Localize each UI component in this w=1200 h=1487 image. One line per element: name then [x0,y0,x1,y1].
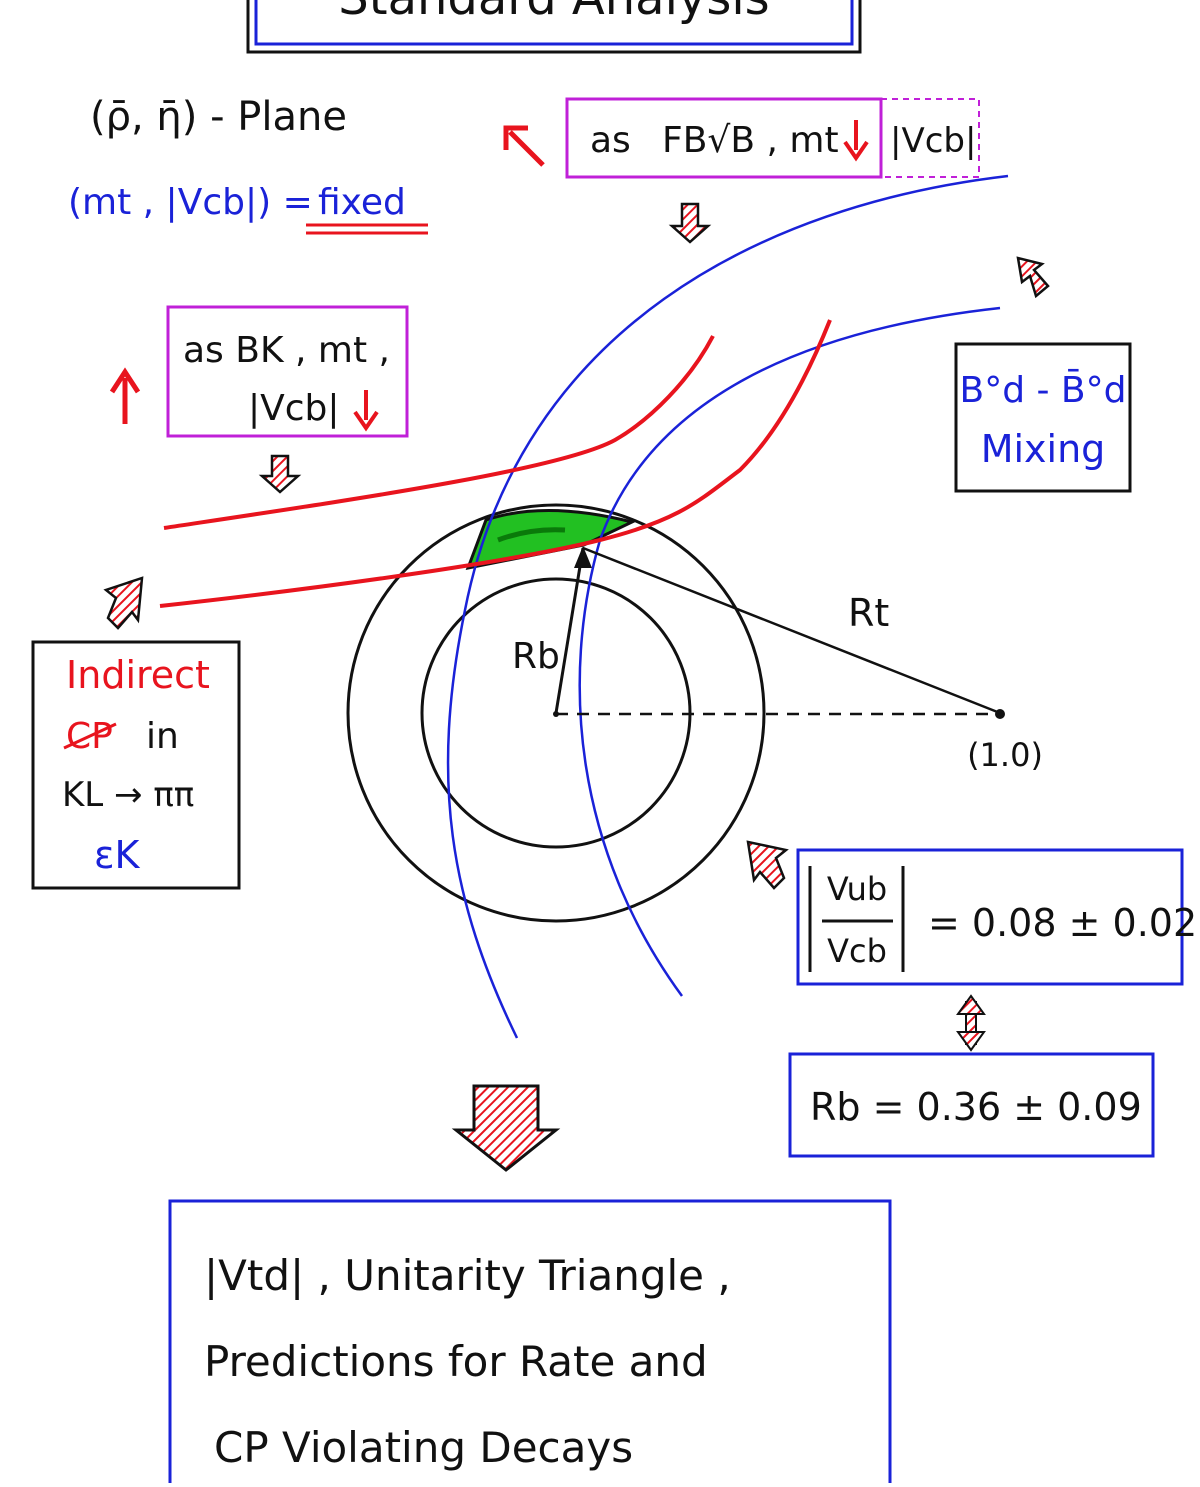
outer-circle [346,503,766,923]
vub-vcb-box: Vub Vcb = 0.08 ± 0.02 [796,848,1197,986]
hatched-arrow-icon [1016,256,1050,299]
mixing-box: B°d - B̄°d Mixing [954,342,1132,493]
conclusion-box: |Vtd| , Unitarity Triangle , Predictions… [168,1199,892,1487]
rt-side [582,546,1001,715]
down-arrow-icon [843,120,869,162]
vub-denominator: Vcb [827,932,887,970]
down-arrow-icon [353,390,379,432]
big-hatched-down-arrow-icon [451,1084,561,1172]
eps-scan-box: as BK , mt , |Vcb| [166,305,409,438]
hatched-down-arrow-icon [258,454,302,494]
double-arrow-icon [956,994,986,1052]
eps-scan-line2: |Vcb| [248,388,340,429]
hatched-arrow-icon [103,576,144,630]
rb-label: Rb [512,636,560,677]
indirect-in: in [146,716,179,757]
title: Standard Analysis [338,0,769,26]
rb-box-text: Rb = 0.36 ± 0.09 [810,1085,1142,1129]
indirect-decay: KL → ππ [62,775,194,815]
conclusion-line1: |Vtd| , Unitarity Triangle , [204,1251,731,1300]
hatched-down-arrow-icon [668,202,712,244]
indirect-cp-box: Indirect CP in KL → ππ εK [31,640,241,890]
hatched-arrow-icon [746,840,789,890]
rb-side [554,547,585,714]
bd-scan-text: FB√B , mt [662,120,839,161]
eps-curve-lower [159,319,832,608]
eps-scan-line1: as BK , mt , [183,330,390,371]
bd-mixing-curve-inner [578,306,1001,997]
point-label: (1.0) [967,736,1043,774]
bd-scan-extra: |Vcb| [890,121,976,161]
mixing-line2: Mixing [981,427,1106,471]
allowed-region [465,508,637,570]
conclusion-line3: CP Violating Decays [214,1423,633,1472]
plane-label: (ρ̄, η̄) - Plane [90,94,347,140]
apex-arrow-icon [574,546,592,568]
bd-scan-prefix: as [590,120,631,161]
mixing-line1: B°d - B̄°d [960,368,1127,411]
vub-value: = 0.08 ± 0.02 [928,901,1197,945]
vub-numerator: Vub [827,870,887,908]
indirect-line1: Indirect [66,653,210,697]
rb-box: Rb = 0.36 ± 0.09 [788,1052,1155,1158]
title-box: Standard Analysis [246,0,862,54]
fixed-statement: (mt , |Vcb|) = fixed [68,182,428,235]
red-diagonal-arrow-icon [503,125,545,167]
fixed-left: (mt , |Vcb|) = [68,182,313,223]
bd-scan-box: as FB√B , mt |Vcb| [565,97,980,179]
eps-curve-upper [163,335,715,530]
indirect-epsilon: εK [94,833,141,877]
fixed-word: fixed [318,182,406,223]
bd-mixing-curve-outer [446,174,1009,1039]
red-up-arrow-icon [109,367,141,424]
rt-label: Rt [848,591,889,635]
conclusion-line2: Predictions for Rate and [204,1337,708,1386]
